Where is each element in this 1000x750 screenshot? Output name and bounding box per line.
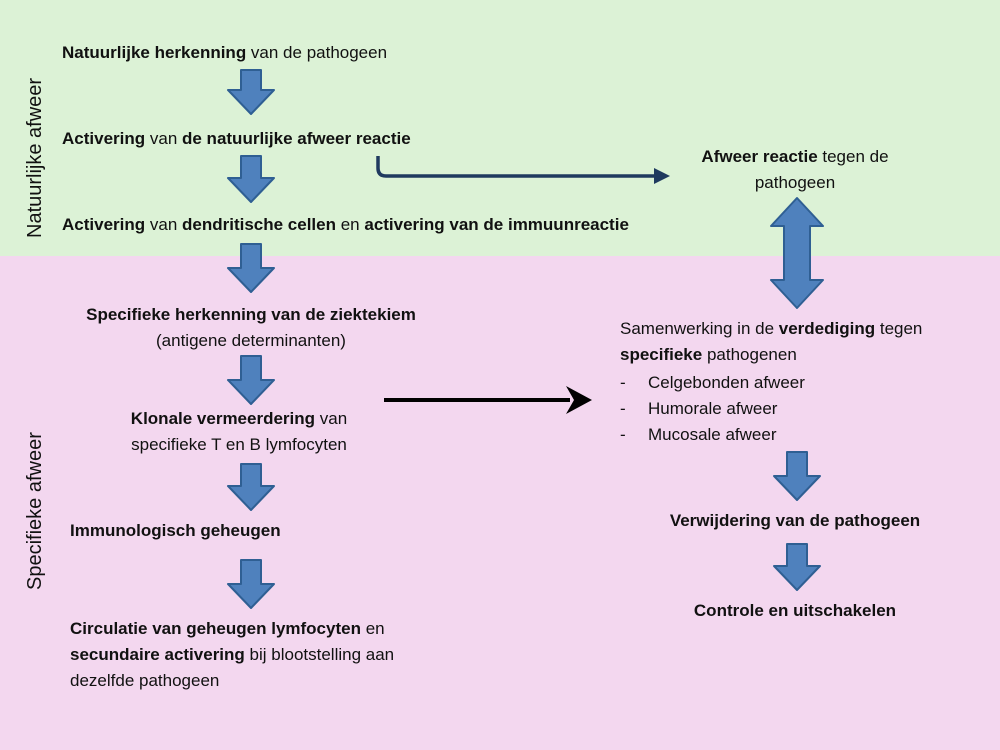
step-natural-recognition-text: van de pathogeen: [246, 43, 388, 62]
down-arrow-right-2: [773, 543, 821, 591]
defense-reaction-bold: Afweer reactie: [701, 147, 818, 166]
step-dendritic-activation: Activering van dendritische cellen en ac…: [62, 212, 629, 238]
step-memory-circulation-bold-2: secundaire activering: [70, 645, 245, 664]
connector-innate-to-reaction: [376, 156, 658, 178]
step-memory-circulation-text-1: en: [360, 619, 385, 638]
step-dendritic-bold-1: Activering: [62, 215, 146, 234]
step-innate-activation: Activering van de natuurlijke afweer rea…: [62, 126, 411, 152]
down-arrow-6: [227, 559, 275, 609]
step-specific-recognition: Specifieke herkenning van de ziektekiem …: [62, 302, 440, 354]
cooperation-defense: Samenwerking in de verdediging tegen spe…: [620, 316, 922, 368]
defense-reaction-line2: pathogeen: [754, 173, 836, 192]
down-arrow-4: [227, 355, 275, 405]
list-item-label: Celgebonden afweer: [648, 373, 805, 392]
cooperation-text-1: Samenwerking in de: [620, 319, 779, 338]
step-specific-recognition-subtitle: (antigene determinanten): [156, 331, 346, 350]
step-specific-recognition-title: Specifieke herkenning van de ziektekiem: [86, 305, 416, 324]
cooperation-bold-2: specifieke: [620, 345, 703, 364]
list-item-label: Mucosale afweer: [648, 425, 777, 444]
defense-reaction-text: tegen de: [817, 147, 889, 166]
step-natural-recognition-bold: Natuurlijke herkenning: [62, 43, 247, 62]
down-arrow-3: [227, 243, 275, 293]
innate-section-background: [0, 0, 1000, 256]
step-clonal-expansion-line2: specifieke T en B lymfocyten: [131, 435, 347, 454]
step-clonal-expansion-text: van: [315, 409, 348, 428]
down-arrow-5: [227, 463, 275, 511]
step-dendritic-text-2: en: [336, 215, 365, 234]
specific-section-background: [0, 256, 1000, 750]
down-arrow-right-1: [773, 451, 821, 501]
step-innate-activation-text: van: [145, 129, 182, 148]
step-memory-circulation: Circulatie van geheugen lymfocyten en se…: [70, 616, 394, 694]
step-immunological-memory: Immunologisch geheugen: [70, 521, 281, 540]
step-memory-circulation-text-2: bij blootstelling aan: [244, 645, 395, 664]
defense-reaction: Afweer reactie tegen de pathogeen: [650, 144, 940, 196]
double-arrow: [770, 197, 824, 309]
list-item: -Mucosale afweer: [620, 425, 777, 444]
cooperation-text-2: tegen: [875, 319, 923, 338]
step-innate-activation-bold-1: Activering: [62, 129, 146, 148]
control-step: Controle en uitschakelen: [693, 601, 897, 620]
list-item-label: Humorale afweer: [648, 399, 778, 418]
step-dendritic-text-1: van: [145, 215, 182, 234]
list-item: -Humorale afweer: [620, 399, 778, 418]
step-clonal-expansion-bold: Klonale vermeerdering: [130, 409, 316, 428]
step-memory-circulation-line3: dezelfde pathogeen: [70, 671, 220, 690]
step-innate-activation-bold-2: de natuurlijke afweer reactie: [182, 129, 411, 148]
step-natural-recognition: Natuurlijke herkenning van de pathogeen: [62, 40, 387, 66]
down-arrow-2: [227, 155, 275, 203]
step-clonal-expansion: Klonale vermeerdering van specifieke T e…: [90, 406, 388, 458]
step-memory-circulation-bold-1: Circulatie van geheugen lymfocyten: [70, 619, 361, 638]
step-dendritic-bold-2: dendritische cellen: [182, 215, 336, 234]
cooperation-text-3: pathogenen: [702, 345, 797, 364]
step-dendritic-bold-3: activering van de immuunreactie: [364, 215, 629, 234]
down-arrow-1: [227, 69, 275, 115]
list-item: -Celgebonden afweer: [620, 373, 805, 392]
cooperation-bold-1: verdediging: [778, 319, 876, 338]
removal-step: Verwijdering van de pathogeen: [669, 511, 921, 530]
